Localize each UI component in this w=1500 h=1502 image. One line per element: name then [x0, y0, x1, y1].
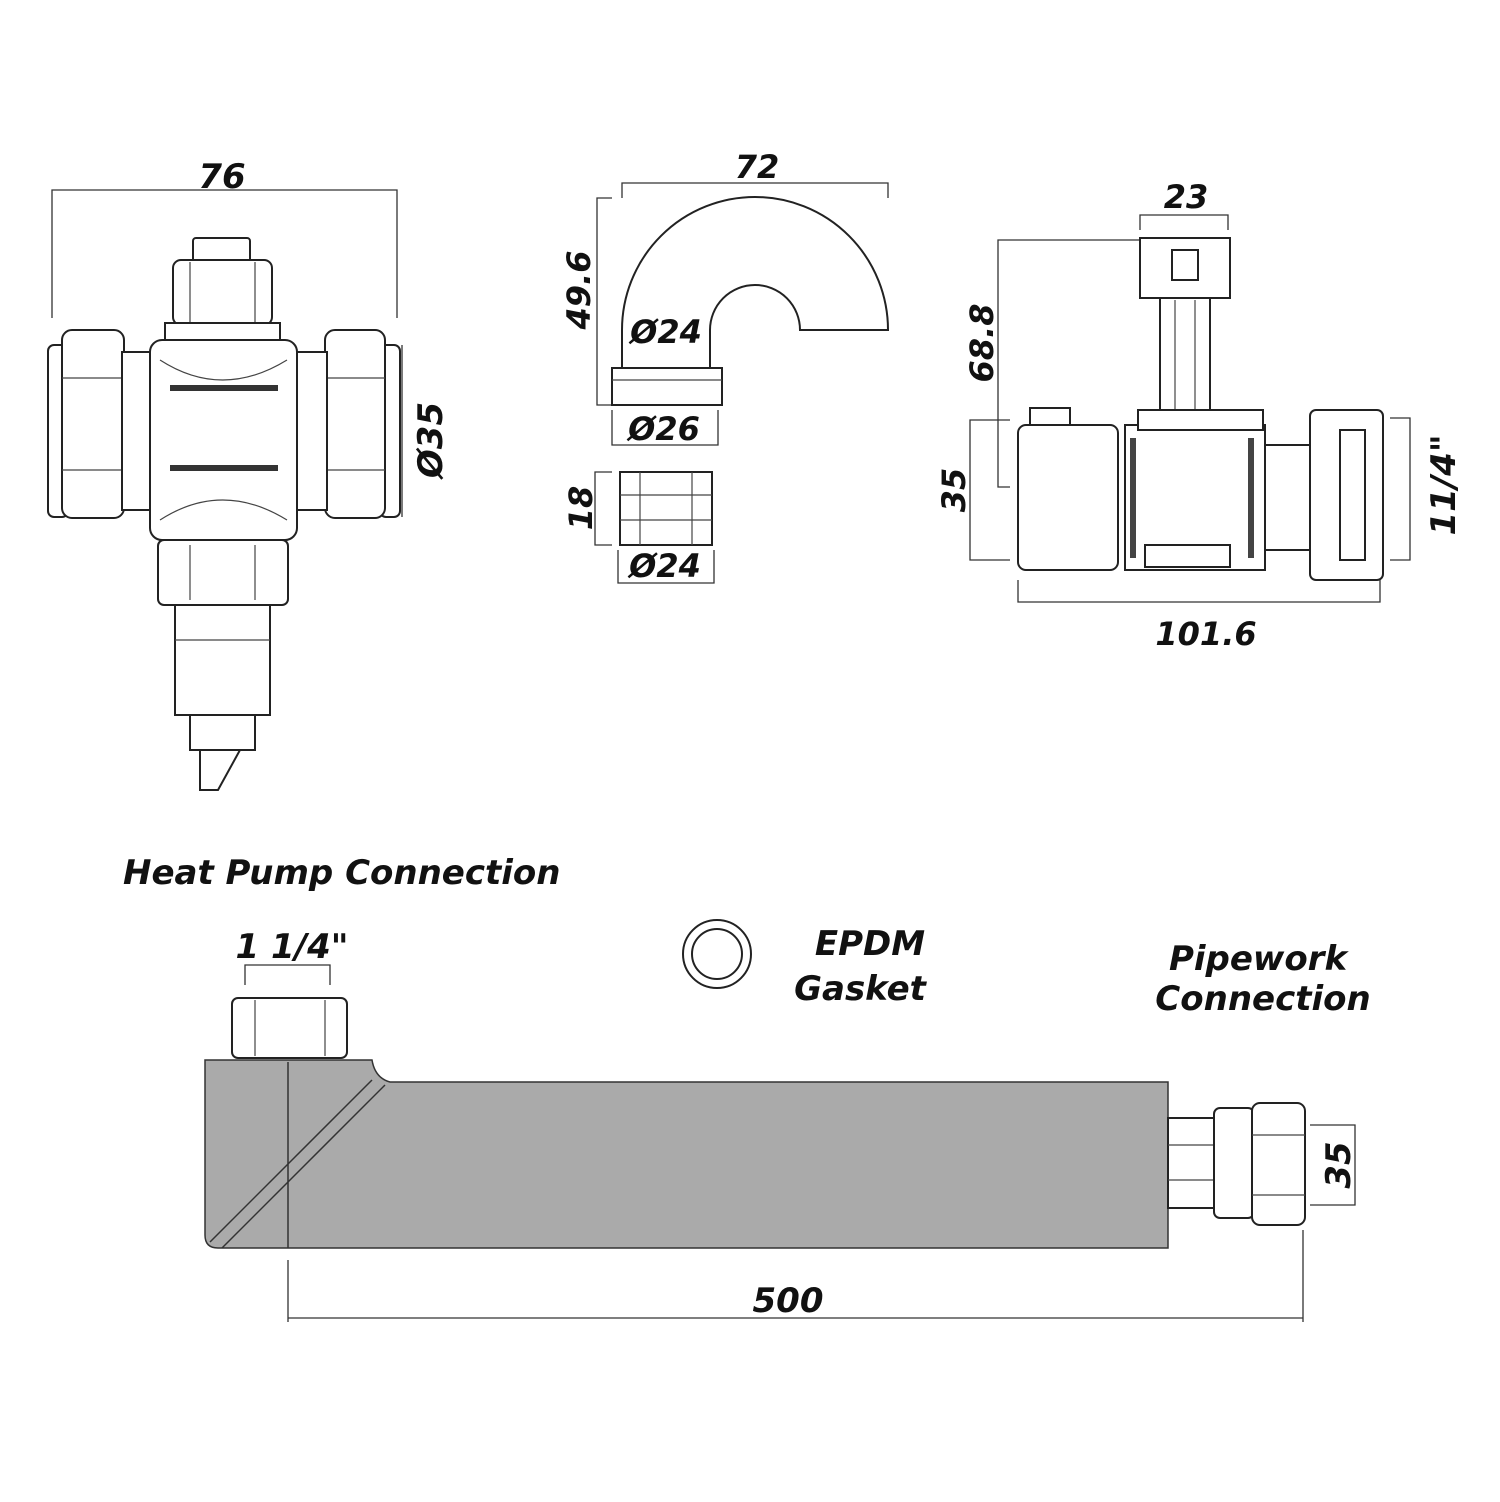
stem-height-label: 68.8 [963, 304, 1001, 383]
epdm-gasket-icon [682, 919, 752, 989]
spout-height-label: 49.6 [560, 251, 598, 331]
spout-inner-diameter-label: Ø24 [628, 313, 702, 351]
body-height-label: 35 [935, 468, 973, 513]
connector-body [204, 1059, 1169, 1249]
assembly-length-label: 500 [753, 1281, 824, 1321]
assembly-thread-label: 1 1/4" [236, 927, 349, 967]
valve-diameter-label: Ø35 [411, 402, 451, 480]
side-length-label: 101.6 [1155, 615, 1256, 653]
valve-width-label: 76 [198, 157, 245, 197]
heat-pump-connection-title: Heat Pump Connection [123, 853, 560, 893]
gasket-label-line2: Gasket [794, 969, 928, 1009]
pipe-diameter-label: 35 [1319, 1141, 1359, 1188]
spout-width-label: 72 [735, 148, 780, 186]
valve-front-view: 76 Ø35 [47, 157, 451, 791]
assembly-view: Heat Pump Connection 1 1/4" EPDM Gasket … [123, 853, 1371, 1322]
side-view: 23 68.8 35 11/4" 101.6 [935, 178, 1464, 653]
stem-width-label: 23 [1164, 178, 1209, 216]
insert-height-label: 18 [562, 486, 600, 531]
pipework-label-line1: Pipework [1169, 939, 1350, 979]
pipework-label-line2: Connection [1155, 979, 1370, 1019]
thread-size-label: 11/4" [1424, 434, 1464, 535]
spout-view: 72 49.6 Ø24 Ø26 18 Ø24 [560, 148, 890, 585]
gasket-label-line1: EPDM [815, 924, 925, 964]
spout-collar-diameter-label: Ø26 [626, 410, 700, 448]
insert-diameter-label: Ø24 [627, 547, 701, 585]
